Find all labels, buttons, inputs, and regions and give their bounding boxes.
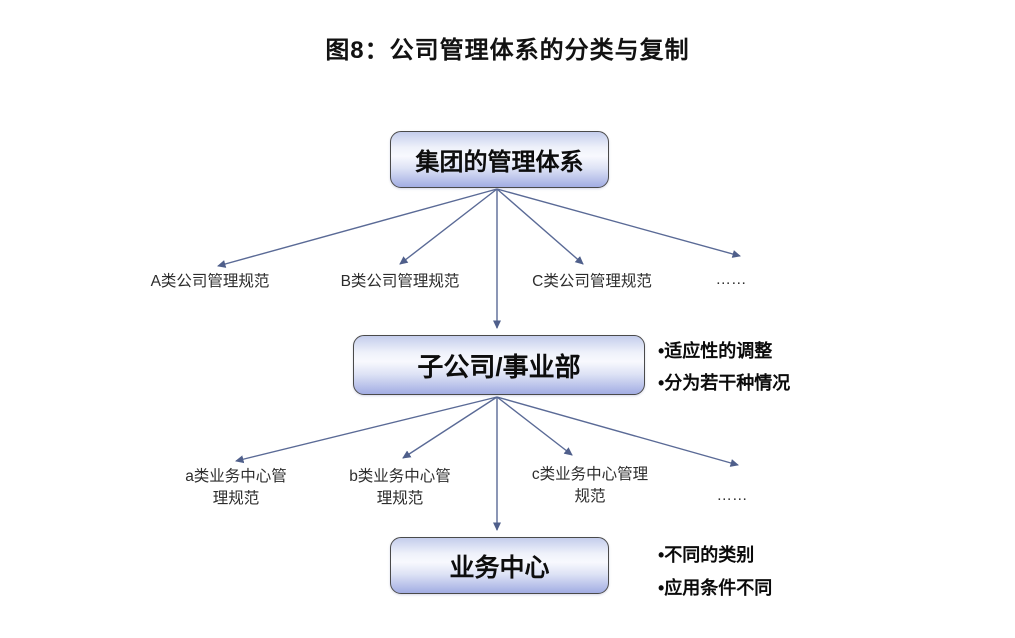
label-line-2: 理规范 bbox=[376, 490, 424, 507]
label-class-a-spec: A类公司管理规范 bbox=[150, 273, 270, 290]
label-level1-ellipsis: …… bbox=[715, 271, 747, 288]
note-adaptive-adjustment: •适应性的调整 bbox=[658, 341, 773, 361]
diagram-title: 图8：公司管理体系的分类与复制 bbox=[325, 37, 690, 64]
label-class-a-bc-spec: a类业务中心管 理规范 bbox=[185, 466, 287, 510]
node-group-label: 集团的管理体系 bbox=[415, 149, 584, 176]
node-subsidiary-label: 子公司/事业部 bbox=[417, 351, 581, 382]
node-business-center-label: 业务中心 bbox=[449, 553, 550, 582]
node-business-center: 业务中心 bbox=[390, 537, 609, 594]
label-line-1: b类业务中心管 bbox=[349, 468, 451, 485]
note-different-categories: •不同的类别 bbox=[658, 545, 755, 565]
node-subsidiary-division: 子公司/事业部 bbox=[353, 335, 645, 395]
label-line-1: c类业务中心管理 bbox=[531, 466, 649, 483]
node-group-management-system: 集团的管理体系 bbox=[390, 131, 609, 188]
label-level2-ellipsis: …… bbox=[716, 487, 748, 504]
note-different-conditions: •应用条件不同 bbox=[658, 578, 773, 598]
label-line-2: 规范 bbox=[574, 488, 606, 505]
label-class-c-spec: C类公司管理规范 bbox=[532, 273, 652, 290]
label-class-c-bc-spec: c类业务中心管理 规范 bbox=[532, 464, 648, 508]
label-class-b-spec: B类公司管理规范 bbox=[340, 273, 460, 290]
label-line-1: a类业务中心管 bbox=[185, 468, 287, 485]
label-line-2: 理规范 bbox=[212, 490, 260, 507]
label-class-b-bc-spec: b类业务中心管 理规范 bbox=[349, 466, 451, 510]
note-several-situations: •分为若干种情况 bbox=[658, 373, 791, 393]
